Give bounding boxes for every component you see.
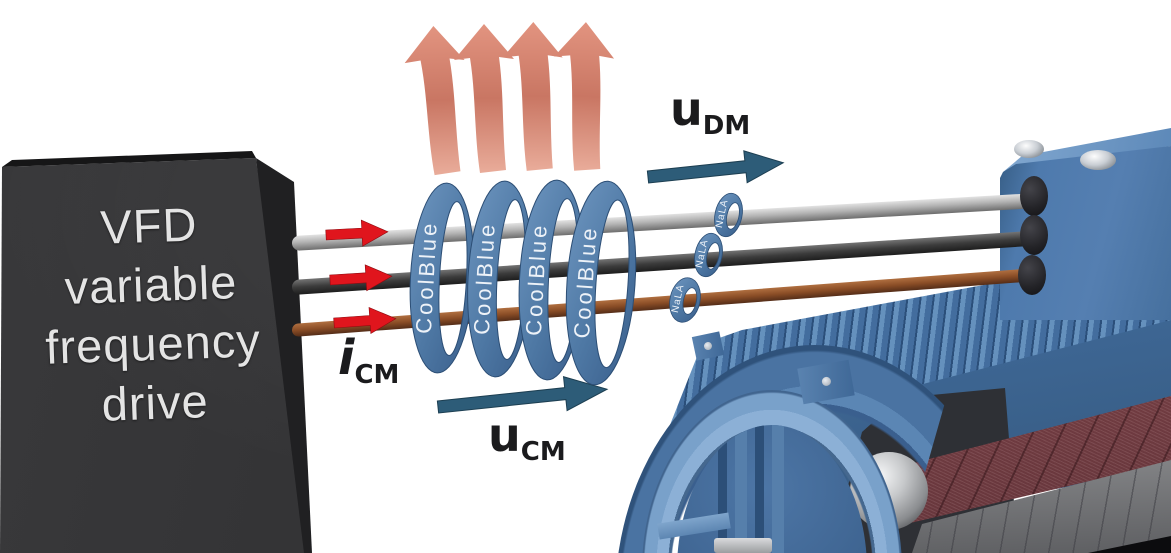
cm-current-subscript: CM (354, 360, 400, 390)
heat-arrow-icon (548, 20, 616, 173)
cm-voltage-label: uCM (488, 408, 566, 467)
end-bell-rib (755, 425, 764, 553)
current-arrow-icon (325, 218, 389, 249)
current-arrow-icon (328, 262, 393, 294)
coolblue-ring: CoolBlue (565, 180, 637, 386)
coolblue-ring: CoolBlue (467, 180, 533, 378)
heat-arrow-icon (403, 24, 469, 177)
end-bell-rib (735, 425, 747, 553)
nala-ring: NaLA (714, 192, 743, 238)
dm-voltage-arrow-icon (646, 150, 785, 184)
cable-grommet (1020, 215, 1048, 255)
coolblue-ring-label: CoolBlue (521, 222, 552, 336)
cm-current-label: iCM (338, 330, 399, 390)
cm-voltage-arrow-icon (436, 376, 609, 414)
cable-grommet (1018, 255, 1046, 295)
terminal-box-bolt (1080, 150, 1116, 170)
dm-voltage-subscript: DM (702, 111, 751, 141)
end-bell-rib (772, 425, 784, 553)
cm-voltage-symbol: u (488, 408, 521, 462)
cm-current-symbol: i (338, 330, 355, 386)
coolblue-ring: CoolBlue (409, 182, 475, 374)
terminal-box-bolt (1014, 140, 1044, 158)
nala-ring: NaLA (669, 277, 701, 323)
coolblue-ring-label: CoolBlue (411, 220, 442, 334)
heat-arrow-icon (500, 21, 564, 172)
nala-ring-label: NaLA (714, 198, 731, 229)
dm-voltage-label: uDM (670, 82, 750, 141)
dm-voltage-symbol: u (670, 82, 703, 136)
cm-voltage-subscript: CM (520, 437, 566, 467)
coolblue-ring: CoolBlue (518, 179, 586, 381)
coolblue-ring-label: CoolBlue (469, 221, 500, 335)
nala-ring: NaLA (694, 232, 723, 278)
end-bell-rib (718, 425, 727, 553)
cable-grommet (1020, 176, 1048, 216)
motor-shaft (714, 538, 772, 553)
nala-ring-label: NaLA (694, 238, 711, 269)
heat-arrow-icon (454, 24, 514, 173)
